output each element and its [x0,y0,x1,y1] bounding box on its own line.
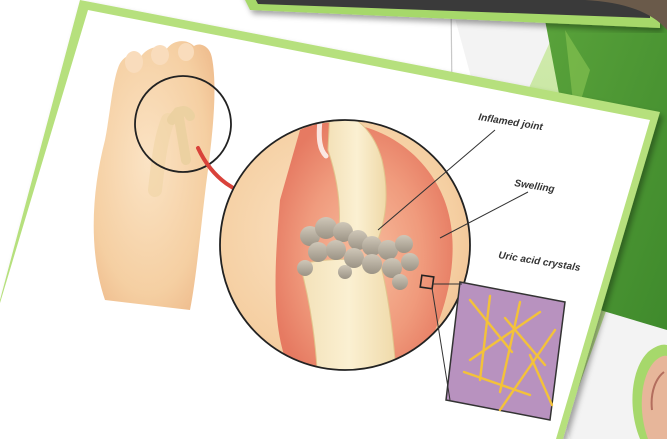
uric-acid-crystals-inset [446,282,565,420]
